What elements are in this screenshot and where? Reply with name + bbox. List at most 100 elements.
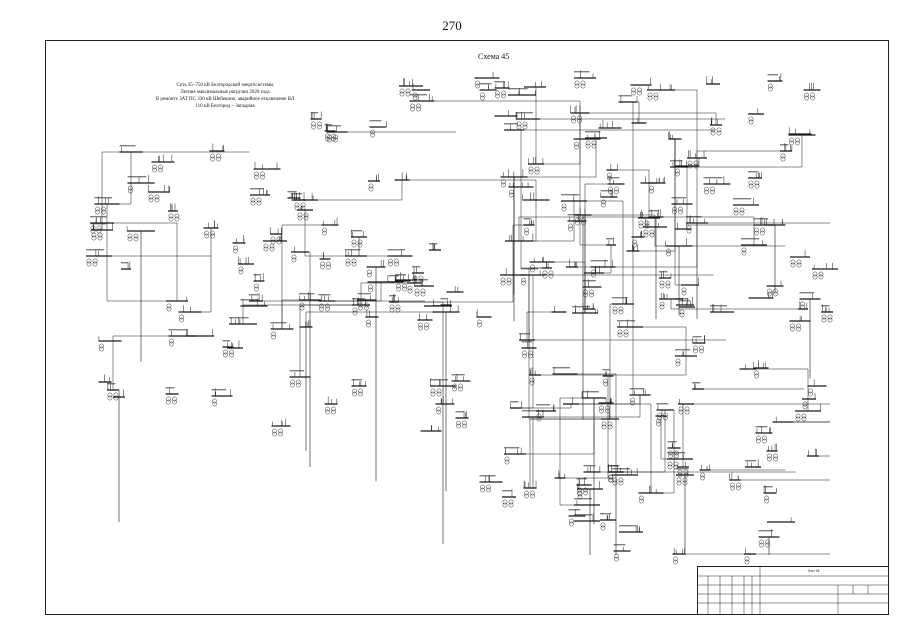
station-label-mark [561, 194, 580, 196]
transformer-winding [580, 80, 586, 86]
transformer-winding [99, 343, 104, 349]
station-label-mark [211, 389, 227, 391]
transformer-winding [210, 233, 215, 239]
station-label-mark [249, 294, 259, 296]
transformer-winding [424, 322, 429, 328]
feeder-line [656, 216, 755, 245]
title-block: Лист 45 [697, 566, 889, 615]
caption-line-3: В ремонте 3АТ ПС 330 кВ Шебекино, аварий… [155, 97, 295, 102]
transformer-winding [583, 487, 588, 493]
station-label-mark [389, 295, 396, 297]
station-label-mark [758, 530, 774, 532]
transformer-winding [574, 83, 580, 89]
transformer-winding [210, 156, 215, 162]
transformer-winding [256, 197, 262, 203]
transformer-winding [331, 409, 336, 415]
transformer-winding [574, 80, 580, 86]
transformer-winding [700, 472, 705, 478]
transformer-winding [166, 399, 171, 405]
station-label-mark [369, 120, 382, 122]
transformer-winding [92, 261, 98, 267]
transformer-winding [663, 415, 668, 421]
transformer-winding [389, 304, 395, 310]
station-label-mark [679, 300, 691, 302]
transformer-winding [608, 189, 613, 195]
transformer-winding [99, 346, 104, 352]
transformer-winding [802, 404, 808, 410]
transformer-winding [462, 423, 467, 429]
transformer-winding [502, 499, 508, 505]
feeder-line [651, 448, 675, 494]
transformer-winding [370, 129, 375, 135]
transformer-winding [97, 235, 103, 241]
transformer-winding [456, 423, 461, 429]
transformer-winding [659, 283, 665, 289]
transformer-winding [368, 183, 374, 189]
transformer-winding [693, 348, 698, 354]
station-label-mark [741, 238, 760, 240]
transformer-winding [699, 345, 704, 351]
transformer-winding [767, 288, 772, 294]
transformer-winding [617, 332, 623, 338]
transformer-winding [659, 304, 665, 310]
transformer-winding [204, 230, 209, 236]
transformer-winding [601, 421, 607, 427]
station-label-mark [521, 341, 532, 343]
transformer-winding [319, 303, 324, 309]
transformer-winding [480, 487, 485, 493]
transformer-winding [676, 477, 682, 483]
transformer-winding [169, 341, 174, 347]
feeder-line [514, 129, 522, 187]
transformer-winding [148, 194, 154, 200]
transformer-winding [585, 143, 591, 149]
transformer-winding [656, 421, 661, 427]
transformer-winding [601, 424, 607, 430]
transformer-winding [612, 306, 618, 312]
transformer-winding [364, 302, 369, 308]
transformer-winding [789, 137, 794, 143]
transformer-winding [524, 227, 529, 233]
station-label-mark [522, 410, 538, 412]
station-label-mark [692, 336, 702, 338]
transformer-winding [530, 267, 535, 273]
transformer-winding [681, 287, 687, 293]
station-label-mark [351, 379, 362, 381]
transformer-winding [345, 261, 351, 267]
transformer-winding [256, 200, 262, 206]
transformer-winding [272, 428, 277, 434]
transformer-winding [800, 301, 805, 307]
transformer-winding [396, 286, 401, 292]
feeder-line [696, 150, 786, 158]
transformer-winding [358, 305, 363, 311]
transformer-winding [128, 185, 133, 191]
transformer-winding [810, 92, 815, 98]
transformer-winding [675, 171, 680, 177]
transformer-winding [657, 412, 662, 418]
transformer-winding [389, 307, 395, 313]
station-label-mark [617, 320, 636, 322]
station-label-mark [576, 478, 587, 480]
transformer-winding [462, 420, 467, 426]
station-label-mark [504, 447, 520, 449]
transformer-winding [795, 416, 801, 422]
transformer-winding [410, 106, 415, 112]
transformer-winding [704, 189, 709, 195]
sheet-label: Лист 45 [808, 569, 820, 573]
transformer-winding [367, 269, 372, 275]
transformer-winding [534, 166, 540, 172]
transformer-winding [583, 490, 588, 496]
transformer-winding [773, 456, 778, 462]
transformer-winding [601, 202, 606, 208]
transformer-winding [179, 314, 184, 320]
station-label-mark [608, 465, 620, 467]
transformer-winding [297, 215, 303, 221]
transformer-winding [509, 192, 514, 198]
feeder-line [514, 138, 597, 178]
transformer-winding [631, 87, 636, 93]
transformer-winding [618, 306, 624, 312]
transformer-winding [522, 124, 528, 130]
transformer-winding [407, 288, 413, 294]
transformer-winding [508, 499, 514, 505]
transformer-winding [303, 212, 309, 218]
transformer-winding [269, 246, 275, 252]
